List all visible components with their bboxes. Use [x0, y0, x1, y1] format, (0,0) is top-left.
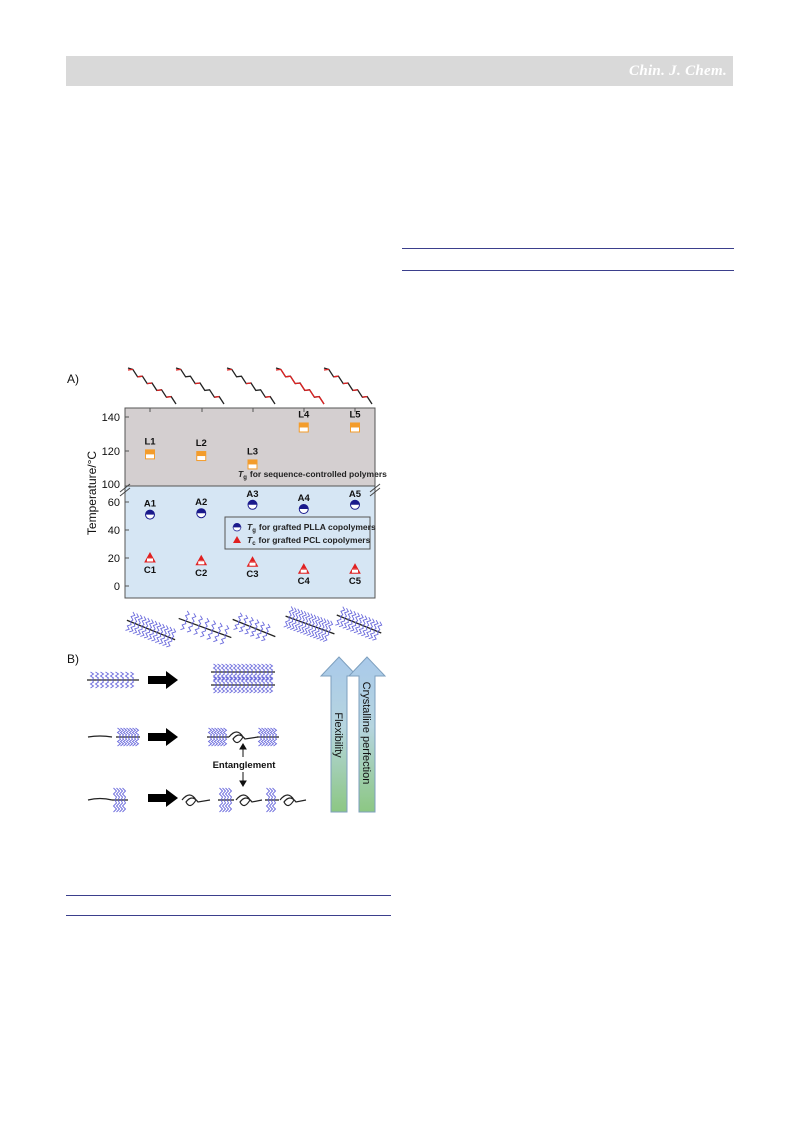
tg-plla-point: [247, 499, 258, 510]
tc-pcl-point: [349, 563, 361, 574]
point-label: L5: [349, 409, 361, 420]
process-arrow-icon: [148, 671, 178, 689]
tg-plla-point: [196, 508, 207, 519]
point-label: A2: [195, 497, 207, 508]
tc-pcl-point: [195, 554, 208, 566]
tc-pcl-point: [246, 556, 259, 567]
point-label: C3: [246, 569, 258, 580]
point-label: L1: [144, 436, 156, 447]
flexibility-label: Flexibility: [332, 712, 344, 758]
header-bar: Chin. J. Chem.: [66, 56, 733, 86]
point-label: L4: [298, 409, 310, 420]
point-label: L2: [196, 438, 207, 449]
legend-box: [224, 516, 371, 550]
tg-plla-point: [350, 499, 360, 510]
axis-break-marks: [119, 483, 381, 497]
tg-sequence-point: [298, 422, 309, 433]
sequence-chain-icons: [127, 367, 373, 405]
tg-sequence-point: [350, 422, 360, 433]
tg-plla-point: [298, 504, 309, 514]
tg-plla-point: [145, 509, 155, 520]
left-rule-bottom: [66, 915, 391, 916]
y-tick-label: 100: [102, 479, 120, 491]
legend-pcl-marker: [233, 536, 241, 543]
entanglement-arrow: [239, 743, 247, 787]
left-rule-top: [66, 895, 391, 896]
point-label: A1: [144, 499, 157, 510]
point-label: C2: [195, 568, 207, 579]
tg-sequence-point: [145, 449, 155, 460]
y-ticks: 140 120 100 60 40 20 0: [102, 412, 120, 593]
y-tick-label: 0: [114, 581, 120, 593]
process-arrow-icon: [148, 789, 178, 807]
panel-b-label: B): [67, 652, 79, 666]
point-label: A4: [298, 493, 311, 504]
entanglement-label: Entanglement: [213, 760, 277, 771]
y-tick-marks: [125, 416, 129, 587]
crystalline-perfection-label: Crystalline perfection: [360, 682, 372, 785]
legend-pla-marker: [232, 523, 242, 532]
point-label: C5: [349, 576, 362, 587]
point-label: C4: [298, 576, 311, 587]
journal-title: Chin. J. Chem.: [629, 63, 727, 79]
point-label: A5: [349, 489, 362, 500]
point-label: A3: [246, 489, 258, 500]
tc-pcl-point: [144, 551, 156, 563]
point-label: L3: [247, 446, 258, 457]
tg-sequence-point: [196, 451, 207, 462]
flexibility-arrow: Flexibility: [319, 656, 359, 813]
tc-pcl-point: [297, 563, 310, 574]
point-label: C1: [144, 565, 157, 576]
grafted-copolymer-icons: [125, 606, 383, 648]
right-rule-bottom: [402, 270, 734, 271]
y-tick-label: 60: [108, 497, 120, 509]
crystalline-perfection-arrow: Crystalline perfection: [347, 656, 387, 813]
process-arrow-icon: [148, 728, 178, 746]
panel-b-scheme: [87, 663, 307, 813]
y-axis-label: Temperature/°C: [85, 451, 99, 535]
right-rule-top: [402, 248, 734, 249]
x-tick-marks: [149, 408, 356, 412]
panel-a-label: A): [67, 372, 79, 386]
y-tick-label: 140: [102, 412, 120, 424]
tg-sequence-point: [247, 459, 258, 470]
y-tick-label: 40: [108, 525, 120, 537]
y-tick-label: 120: [102, 446, 120, 458]
y-tick-label: 20: [108, 553, 120, 565]
